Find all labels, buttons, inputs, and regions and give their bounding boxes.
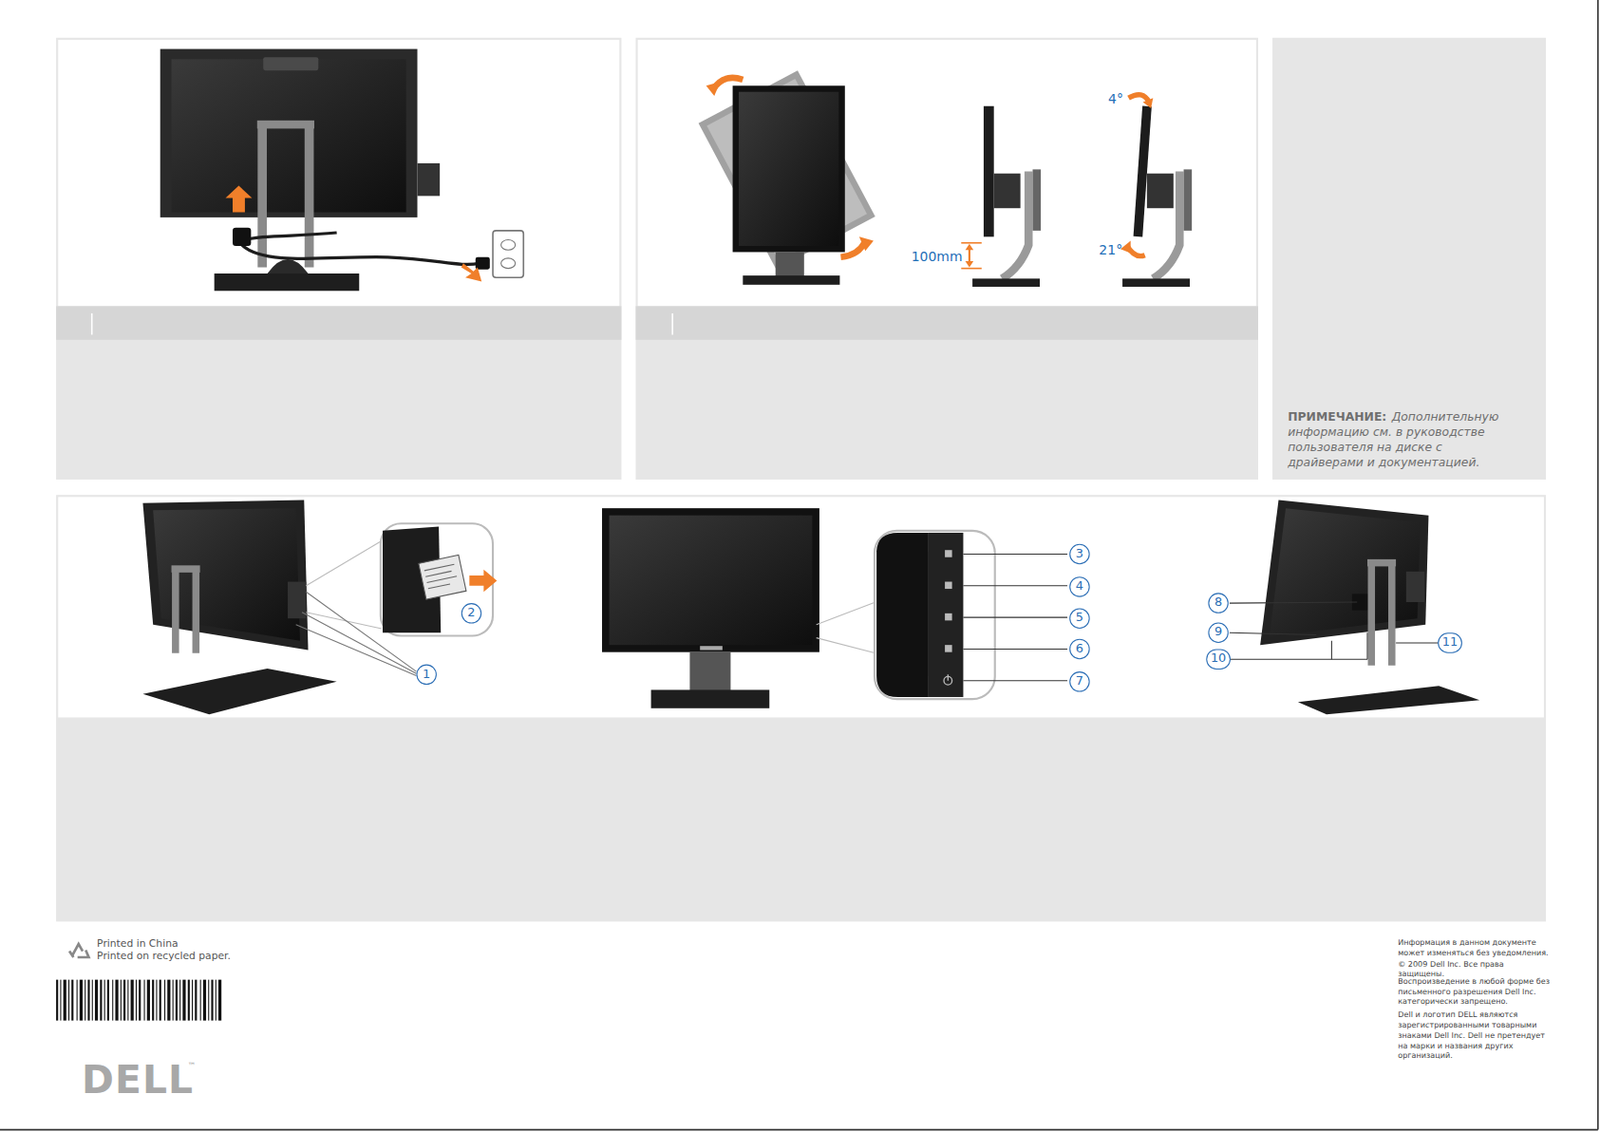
- callout-number: 2: [467, 604, 475, 620]
- angle-label: 21°: [1098, 242, 1123, 258]
- callout-circle: 9: [1207, 622, 1228, 643]
- callout-number: 10: [1210, 651, 1226, 666]
- trademark: ™: [188, 1061, 197, 1072]
- callout-circle: 3: [1069, 544, 1090, 565]
- callout-circle: 6: [1069, 639, 1090, 659]
- legal-text: Информация в данном документе может изме…: [1397, 938, 1551, 959]
- callout-number: 4: [1075, 578, 1084, 593]
- callout-number: 6: [1075, 640, 1084, 656]
- callout-circle: 11: [1437, 632, 1463, 653]
- legal-text: Dell и логотип DELL являются зарегистрир…: [1397, 1010, 1551, 1062]
- callout-number: 3: [1075, 545, 1084, 561]
- callout-circle: 5: [1069, 607, 1090, 628]
- legal-text: Воспроизведение в любой форме без письме…: [1397, 976, 1551, 1007]
- callout-circle: 2: [461, 602, 482, 623]
- note-heading: ПРИМЕЧАНИЕ:: [1287, 409, 1387, 424]
- callout-number: 1: [422, 666, 431, 681]
- print-note: Printed on recycled paper.: [96, 949, 231, 961]
- angle-label: 4°: [1108, 91, 1124, 107]
- callout-circle: 10: [1205, 648, 1231, 669]
- brand-logo: DELL: [81, 1056, 194, 1102]
- callout-circle: 8: [1207, 592, 1228, 613]
- dimension-label: 100mm: [911, 248, 963, 264]
- callout-number: 5: [1075, 610, 1084, 625]
- callout-number: 11: [1442, 634, 1458, 649]
- note-panel: ПРИМЕЧАНИЕ:Дополнительную информацию см.…: [1287, 409, 1515, 471]
- callout-number: 9: [1214, 624, 1223, 640]
- callout-circle: 1: [415, 664, 436, 685]
- callout-circle: 7: [1069, 671, 1090, 692]
- print-note: Printed in China: [96, 938, 178, 950]
- callout-number: 7: [1075, 673, 1084, 688]
- callout-number: 8: [1214, 595, 1223, 610]
- callout-circle: 4: [1069, 576, 1090, 597]
